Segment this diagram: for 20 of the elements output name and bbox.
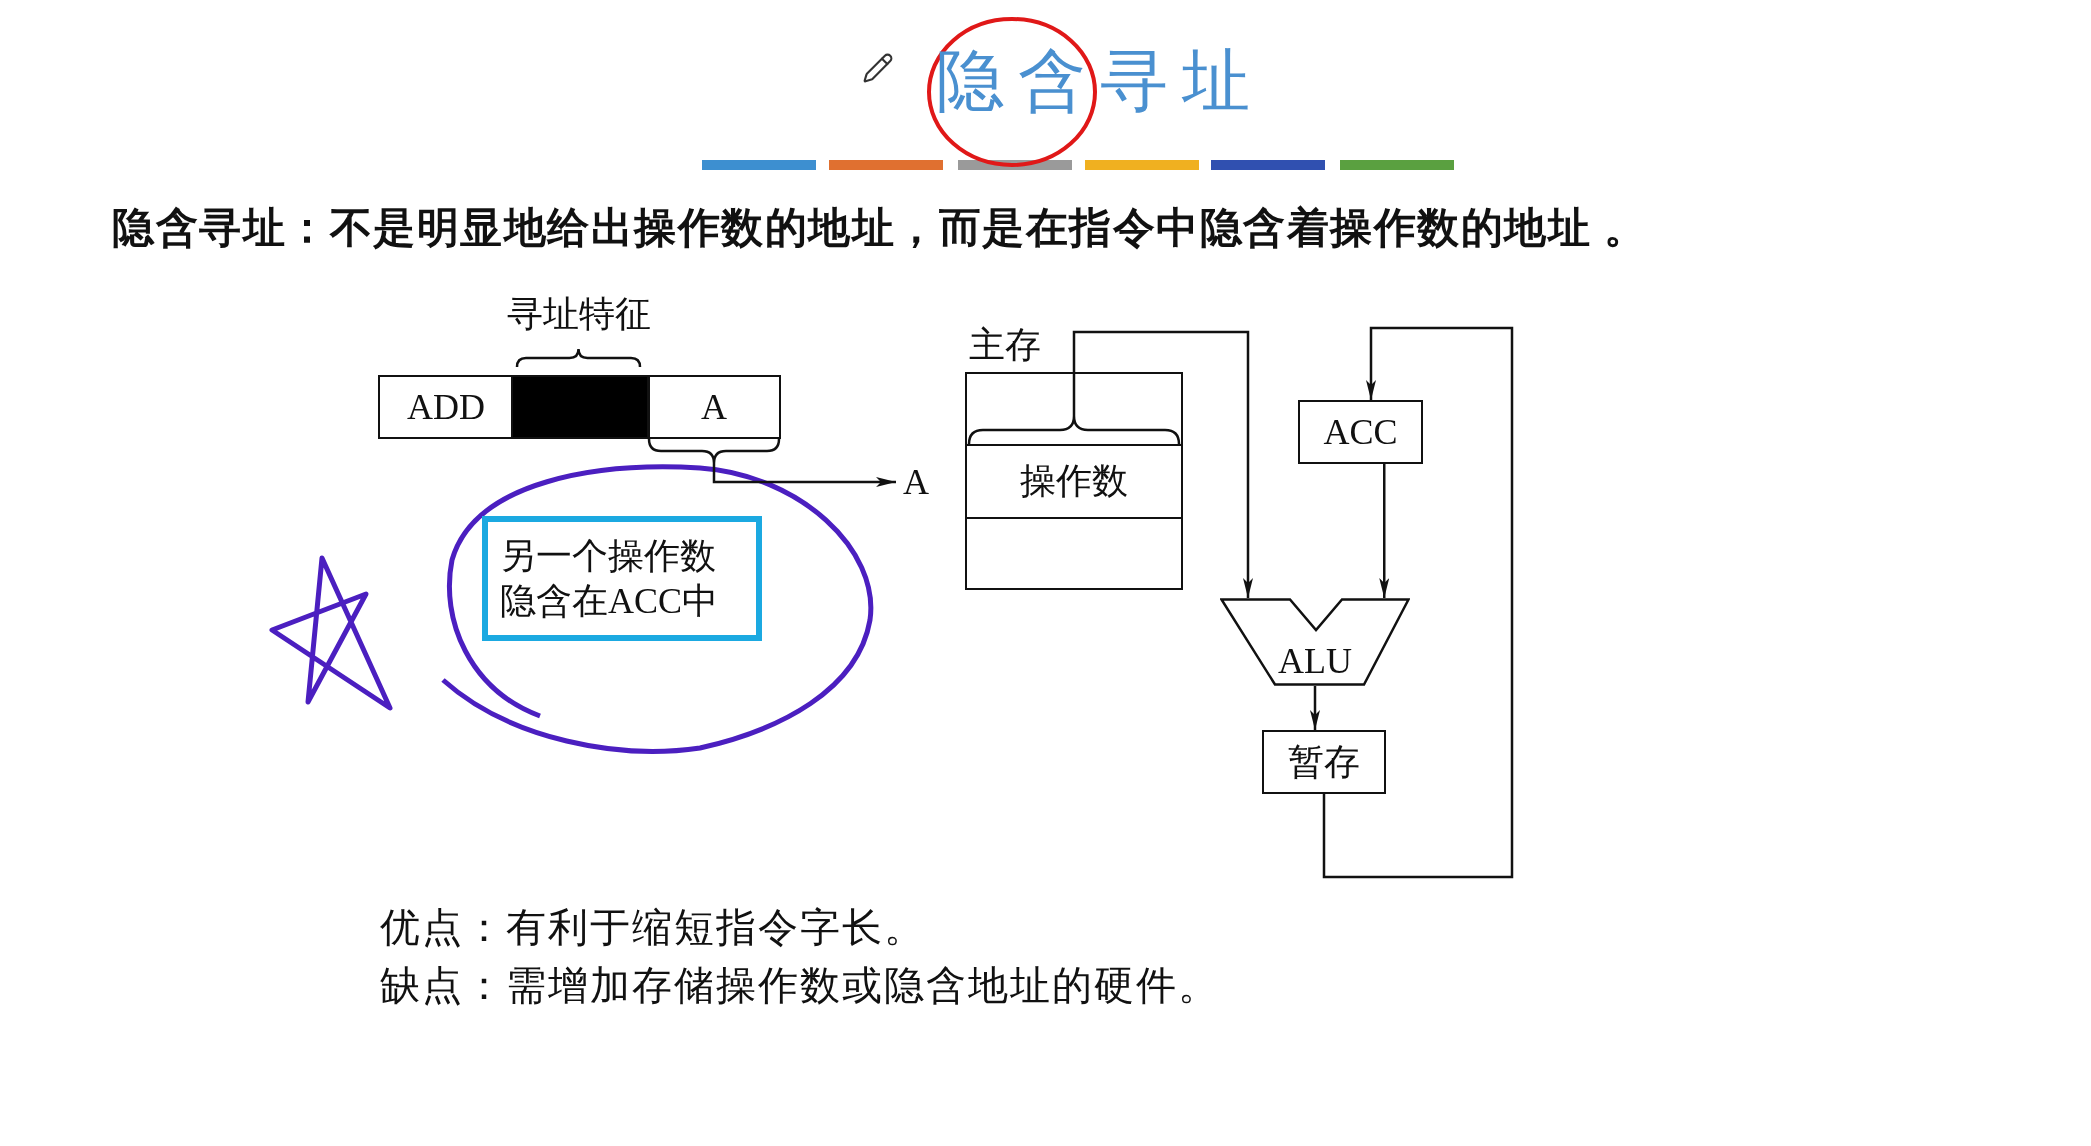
arrow — [1310, 686, 1320, 730]
field-caption: 寻址特征 — [507, 293, 651, 336]
register-box: ACC — [1298, 400, 1423, 464]
instruction-field — [511, 375, 650, 439]
memory-heading: 主存 — [969, 324, 1041, 367]
text-line: 优点：有利于缩短指令字长。 — [380, 904, 926, 951]
instruction-field: A — [647, 375, 781, 439]
memory-cell: 操作数 — [965, 444, 1183, 519]
arrow — [1379, 464, 1390, 598]
arrow — [967, 330, 1253, 600]
text-line: 缺点：需增加存储操作数或隐含地址的硬件。 — [380, 962, 1220, 1009]
address-label: A — [898, 458, 934, 506]
arrow — [647, 437, 898, 487]
arrow — [1322, 326, 1514, 879]
alu-trapezoid: ALU — [1220, 598, 1410, 686]
text-line: 隐含寻址：不是明显地给出操作数的地址，而是在指令中隐含着操作数的地址 。 — [112, 203, 1648, 253]
hand-drawn-circle — [926, 16, 1098, 168]
register-box: 暂存 — [1262, 730, 1386, 794]
title: 隐含寻址 — [936, 41, 1264, 120]
note-box: 另一个操作数隐含在ACC中 — [482, 516, 762, 641]
